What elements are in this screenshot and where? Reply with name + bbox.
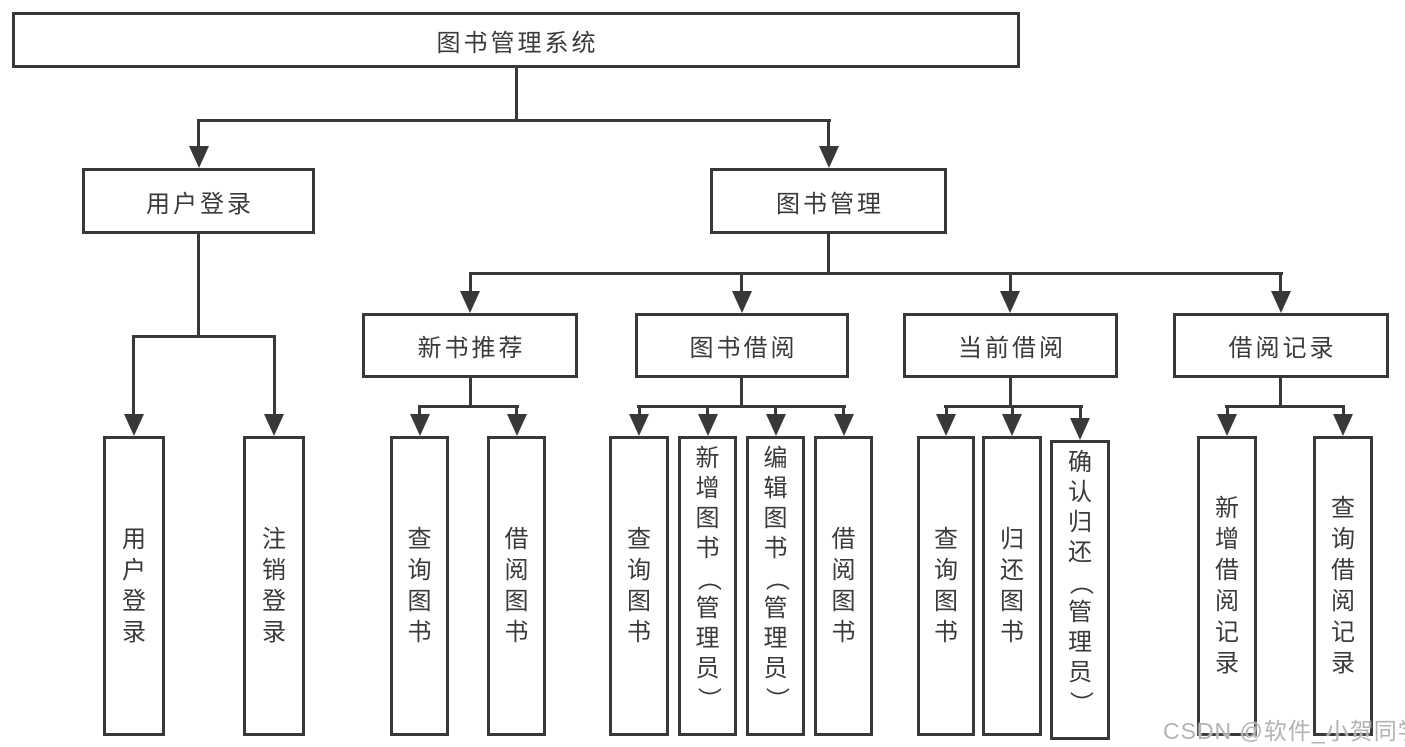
arrowhead <box>189 146 209 168</box>
leaf-add-books-admin: 新增图书（管理员） <box>678 436 737 736</box>
node-label: 借阅记录 <box>1228 335 1337 362</box>
arrowhead <box>1271 291 1291 313</box>
connector-line <box>1279 378 1282 408</box>
connector-line <box>515 405 518 416</box>
arrowhead <box>460 291 480 313</box>
connector-line <box>1009 378 1012 408</box>
connector-line <box>1009 272 1012 293</box>
node-label: 当前借阅 <box>958 335 1066 362</box>
node-user-login: 用户登录 <box>82 168 315 234</box>
connector-line <box>418 405 519 408</box>
node-book-mgmt: 图书管理 <box>710 168 947 234</box>
connector-line <box>197 119 831 122</box>
node-label: 确认归还（管理员） <box>1067 449 1094 716</box>
arrowhead <box>766 414 786 436</box>
node-label: 新书推荐 <box>417 335 526 362</box>
node-label: 注销登录 <box>262 525 286 646</box>
node-label: 查询图书 <box>934 525 958 646</box>
connector-line <box>1226 405 1229 416</box>
arrowhead <box>834 414 854 436</box>
connector-line <box>1079 405 1082 420</box>
connector-line <box>132 335 135 416</box>
node-current-borrow: 当前借阅 <box>903 313 1118 378</box>
watermark: CSDN @软件_小贺同学 <box>1163 718 1405 744</box>
leaf-user-login: 用户登录 <box>103 436 165 736</box>
leaf-confirm-return-admin: 确认归还（管理员） <box>1050 440 1110 740</box>
node-label: 用户登录 <box>122 525 146 646</box>
node-label: 查询图书 <box>407 525 432 646</box>
node-new-books: 新书推荐 <box>362 313 578 378</box>
node-label: 新增借阅记录 <box>1215 494 1239 677</box>
connector-line <box>469 378 472 408</box>
connector-line <box>774 405 777 416</box>
connector-line <box>740 378 743 408</box>
arrowhead <box>819 146 839 168</box>
connector-line <box>637 405 846 408</box>
connector-line <box>1342 405 1345 416</box>
arrowhead <box>410 414 430 436</box>
leaf-query-books: 查询图书 <box>609 436 669 736</box>
arrowhead <box>629 414 649 436</box>
leaf-edit-books-admin: 编辑图书（管理员） <box>746 436 805 736</box>
node-borrow-records: 借阅记录 <box>1173 313 1389 378</box>
connector-line <box>197 119 200 148</box>
leaf-borrow-books: 借阅图书 <box>487 436 546 736</box>
node-label: 图书管理 <box>776 190 884 218</box>
connector-line <box>1279 272 1282 293</box>
connector-line <box>842 405 845 416</box>
arrowhead <box>1002 414 1022 436</box>
connector-line <box>706 405 709 416</box>
arrowhead <box>1000 291 1020 313</box>
connector-line <box>418 405 421 416</box>
node-book-borrow: 图书借阅 <box>635 313 849 378</box>
node-root-label: 图书管理系统 <box>436 29 599 57</box>
leaf-borrow-books: 借阅图书 <box>814 436 873 736</box>
arrowhead <box>1333 414 1353 436</box>
connector-line <box>740 272 743 293</box>
node-label: 查询借阅记录 <box>1331 494 1355 677</box>
connector-line <box>827 234 830 275</box>
node-label: 新增图书（管理员） <box>694 445 722 712</box>
arrowhead <box>1217 414 1237 436</box>
node-label: 借阅图书 <box>831 525 856 646</box>
arrowhead <box>732 291 752 313</box>
connector-line <box>469 272 1283 275</box>
arrowhead <box>1070 418 1090 440</box>
node-label: 用户登录 <box>146 190 254 218</box>
connector-line <box>469 272 472 293</box>
connector-line <box>273 335 276 416</box>
node-label: 查询图书 <box>627 525 651 646</box>
connector-line <box>132 335 276 338</box>
connector-line <box>1225 405 1345 408</box>
leaf-query-books: 查询图书 <box>917 436 975 736</box>
connector-line <box>197 234 200 338</box>
leaf-logout: 注销登录 <box>243 436 305 736</box>
arrowhead <box>264 414 284 436</box>
arrowhead <box>936 414 956 436</box>
connector-line <box>827 119 830 148</box>
leaf-query-borrow-record: 查询借阅记录 <box>1313 436 1373 736</box>
node-label: 图书借阅 <box>689 335 798 362</box>
arrowhead <box>698 414 718 436</box>
connector-line <box>945 405 948 416</box>
node-root: 图书管理系统 <box>12 12 1020 68</box>
leaf-return-books: 归还图书 <box>982 436 1042 736</box>
leaf-add-borrow-record: 新增借阅记录 <box>1197 436 1257 736</box>
arrowhead <box>507 414 527 436</box>
node-label: 归还图书 <box>1000 525 1024 646</box>
node-label: 编辑图书（管理员） <box>762 445 790 712</box>
connector-line <box>515 68 518 122</box>
connector-line <box>638 405 641 416</box>
arrowhead <box>124 414 144 436</box>
leaf-query-books: 查询图书 <box>390 436 449 736</box>
node-label: 借阅图书 <box>504 525 529 646</box>
connector-line <box>1011 405 1014 416</box>
